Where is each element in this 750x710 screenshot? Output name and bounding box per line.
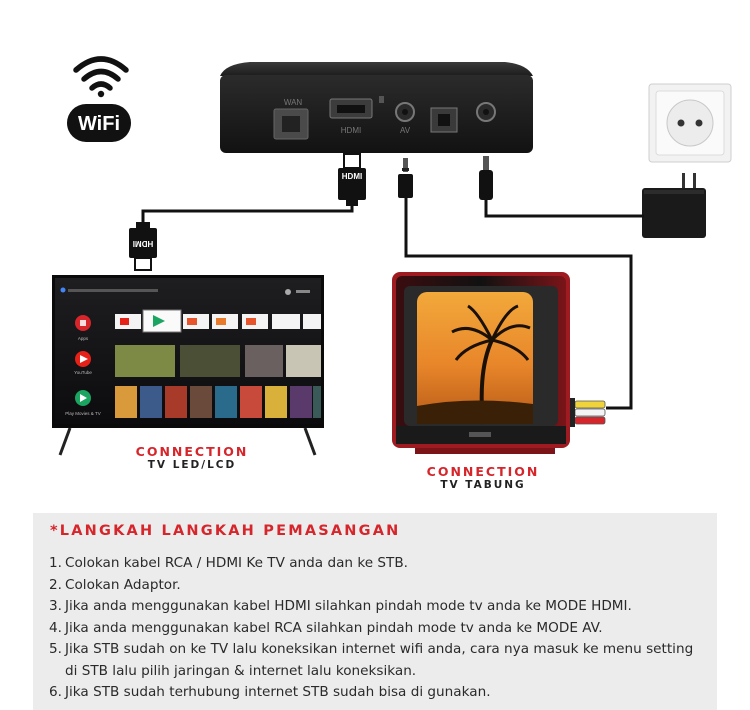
tv-app-label-youtube: YouTube: [74, 370, 92, 375]
av-port-label: AV: [400, 126, 411, 135]
led-connection-subtitle: TV LED/LCD: [147, 459, 237, 471]
hdmi-port-label: HDMI: [341, 126, 361, 135]
step-text: Jika STB sudah terhubung internet STB su…: [65, 684, 491, 700]
step-number: 6.: [49, 684, 62, 700]
rca-connectors: [567, 398, 606, 427]
av-plug: [398, 158, 413, 198]
led-connection-title: CONNECTION: [135, 444, 249, 459]
stb-box: WAN HDMI AV: [220, 62, 533, 153]
instruction-step: 2.Colokan Adaptor.: [49, 575, 709, 597]
hdmi-plug-tv-label: HDMI: [133, 239, 153, 248]
step-text: Jika anda menggunakan kabel HDMI silahka…: [65, 598, 632, 614]
tv-app-label-play: Play Movies & TV: [65, 411, 100, 416]
instruction-step: 6.Jika STB sudah terhubung internet STB …: [49, 682, 709, 704]
instruction-step: 3.Jika anda menggunakan kabel HDMI silah…: [49, 596, 709, 618]
hdmi-plug: HDMI: [338, 153, 366, 206]
step-text: Colokan Adaptor.: [65, 576, 181, 593]
wall-socket: [648, 83, 732, 163]
step-number: 4.: [49, 619, 62, 636]
crt-tv: [392, 272, 570, 454]
instruction-step: 1.Colokan kabel RCA / HDMI Ke TV anda da…: [49, 553, 709, 575]
connection-diagram: WiFi WAN HDMI AV: [52, 56, 732, 491]
instructions-heading: *LANGKAH LANGKAH PEMASANGAN: [50, 523, 401, 539]
power-adapter: [642, 173, 706, 238]
crt-connection-title: CONNECTION: [426, 464, 540, 479]
crt-connection-subtitle: TV TABUNG: [440, 479, 526, 491]
instructions-list: 1.Colokan kabel RCA / HDMI Ke TV anda da…: [49, 553, 709, 704]
step-number: 1.: [49, 555, 62, 571]
step-text: Colokan kabel RCA / HDMI Ke TV anda dan …: [65, 555, 409, 571]
wifi-icon: WiFi: [67, 56, 131, 142]
cables: [141, 198, 644, 410]
step-text: Jika STB sudah on ke TV lalu koneksikan …: [65, 641, 694, 679]
step-number: 3.: [49, 598, 62, 614]
instruction-step: 5.Jika STB sudah on ke TV lalu koneksika…: [49, 639, 709, 682]
hdmi-plug-tv: HDMI: [129, 222, 157, 271]
instructions-panel: *LANGKAH LANGKAH PEMASANGAN 1.Colokan ka…: [33, 513, 717, 710]
wifi-label: WiFi: [78, 113, 120, 135]
led-tv: Apps YouTube Play Movies & TV: [52, 275, 324, 456]
step-number: 2.: [49, 576, 62, 593]
hdmi-plug-label: HDMI: [342, 172, 362, 181]
step-text: Jika anda menggunakan kabel RCA silahkan…: [65, 619, 603, 636]
tv-app-label-apps: Apps: [78, 336, 89, 341]
wan-port-label: WAN: [284, 98, 303, 107]
dc-plug: [479, 156, 493, 200]
instruction-step: 4.Jika anda menggunakan kabel RCA silahk…: [49, 618, 709, 640]
step-number: 5.: [49, 641, 62, 657]
